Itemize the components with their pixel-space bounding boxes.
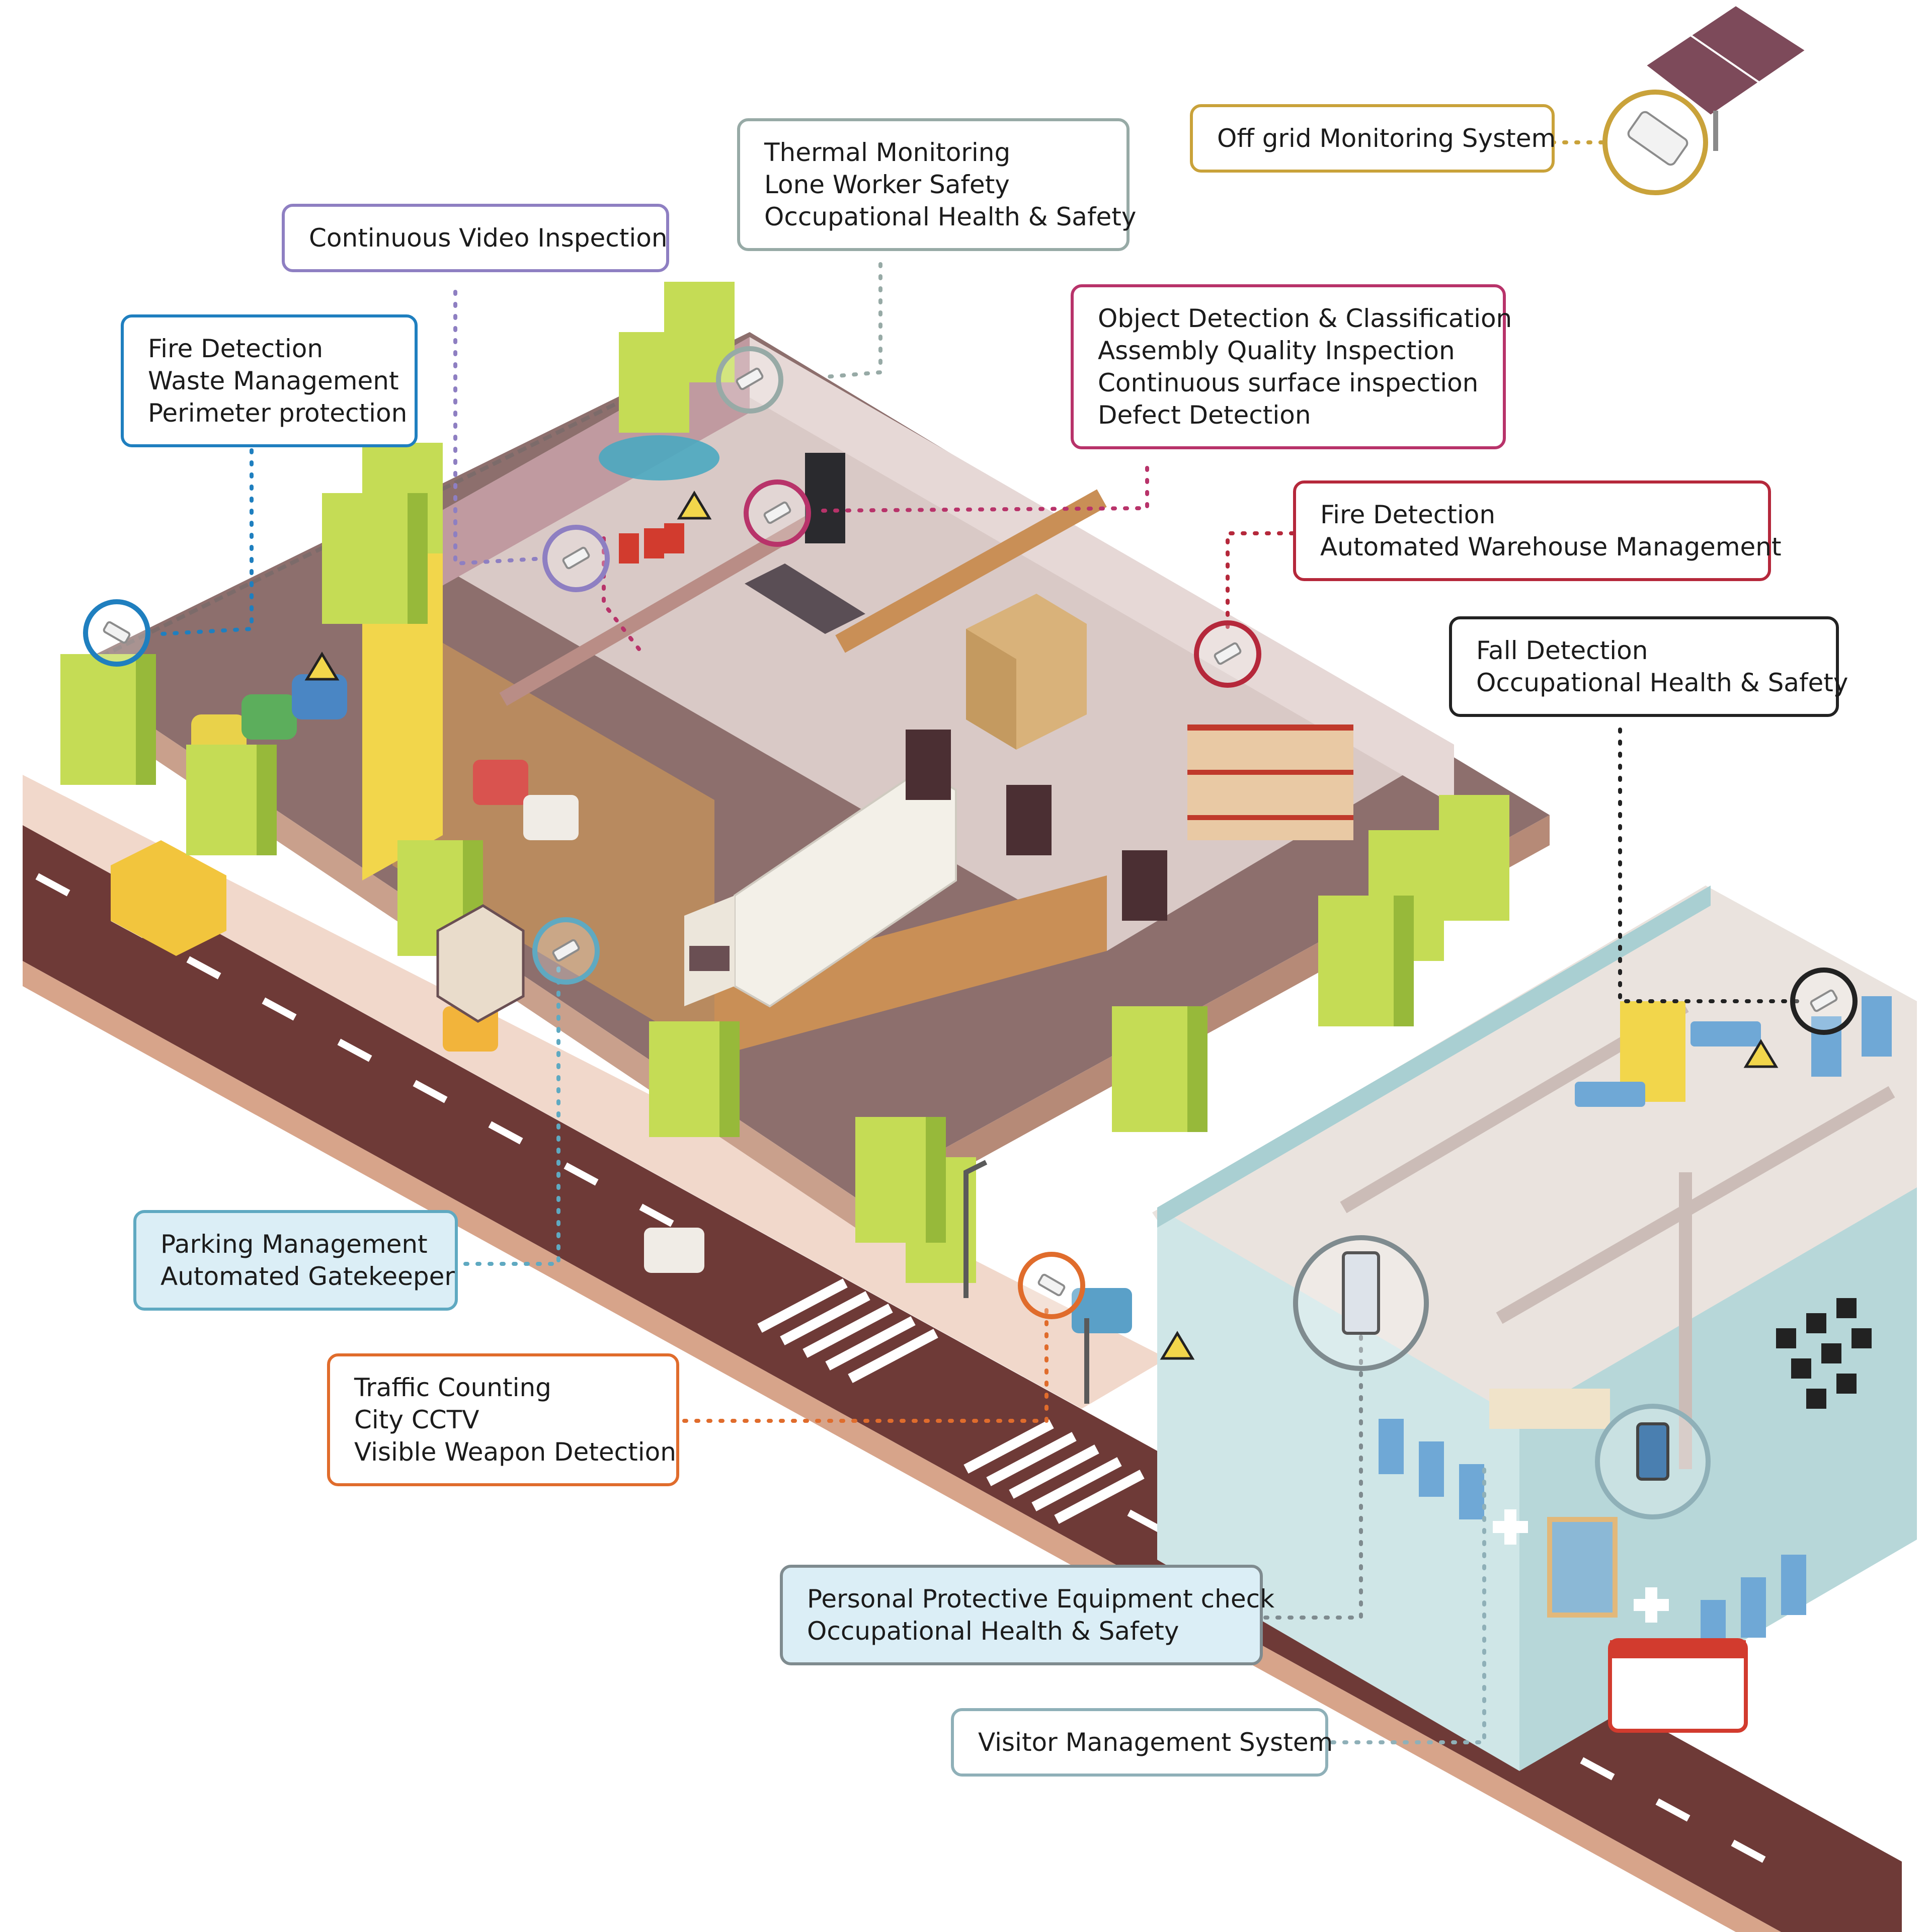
crosswalk-left xyxy=(757,1278,938,1383)
callout-line: City CCTV xyxy=(354,1405,479,1434)
crosswalk-right xyxy=(963,1419,1145,1524)
assembly-machine xyxy=(805,453,845,543)
assembly-conveyor xyxy=(745,564,865,634)
hedges xyxy=(60,282,1509,1283)
callout-line: Occupational Health & Safety xyxy=(1476,668,1848,697)
chemical-barrels xyxy=(619,523,684,564)
loading-dock-doors xyxy=(906,730,1167,921)
perimeter-fence xyxy=(74,395,630,671)
camera-icons xyxy=(103,111,1838,1297)
callout-fall-detection: Fall Detection Occupational Health & Saf… xyxy=(1449,616,1848,717)
reception-desk xyxy=(1489,1389,1610,1429)
callout-traffic-counting: Traffic Counting City CCTV Visible Weapo… xyxy=(327,1353,679,1486)
callout-object-detection: Object Detection & Classification Assemb… xyxy=(1071,284,1512,449)
callout-line: Personal Protective Equipment check xyxy=(807,1584,1275,1614)
delivery-truck xyxy=(684,768,957,1008)
building-wall-front-right xyxy=(714,875,1107,1057)
callout-line: Fire Detection xyxy=(148,334,324,363)
callout-parking-management: Parking Management Automated Gatekeeper xyxy=(133,1210,458,1311)
callout-offgrid-monitoring: Off grid Monitoring System xyxy=(1190,104,1556,173)
medical-cross-signs xyxy=(1493,1509,1669,1623)
building-wall-back-right xyxy=(750,337,1454,805)
cardboard-boxes xyxy=(966,594,1087,750)
callout-line: Assembly Quality Inspection xyxy=(1098,336,1455,365)
sidewalk xyxy=(23,775,1167,1409)
callout-ppe-check: Personal Protective Equipment check Occu… xyxy=(780,1565,1275,1665)
callout-line: Waste Management xyxy=(148,366,399,395)
callout-line: Parking Management xyxy=(160,1230,428,1259)
callout-thermal-monitoring: Thermal Monitoring Lone Worker Safety Oc… xyxy=(737,118,1137,251)
interior-wall-divider xyxy=(835,489,1107,653)
parked-cars xyxy=(443,760,1132,1333)
callout-line: Automated Warehouse Management xyxy=(1320,532,1782,561)
ambulance xyxy=(1608,1638,1748,1733)
warehouse-shelving xyxy=(1187,725,1353,840)
solar-panel-divider xyxy=(1689,34,1772,92)
callout-line: Fire Detection xyxy=(1320,500,1496,529)
yellow-van xyxy=(111,840,226,956)
hedge-shadows xyxy=(136,493,1414,1243)
callout-line: Occupational Health & Safety xyxy=(764,202,1137,231)
waiting-room-chairs xyxy=(1776,1298,1872,1409)
callout-line: Visitor Management System xyxy=(978,1728,1333,1757)
visitor-kiosk-screen xyxy=(1636,1422,1669,1481)
callout-line: Occupational Health & Safety xyxy=(807,1617,1179,1646)
callout-fire-warehouse: Fire Detection Automated Warehouse Manag… xyxy=(1293,480,1782,581)
callout-line: Traffic Counting xyxy=(354,1373,551,1402)
callout-line: Automated Gatekeeper xyxy=(160,1262,455,1291)
hospital-windows xyxy=(1379,996,1892,1660)
callout-line: Thermal Monitoring xyxy=(764,138,1011,167)
callout-line: Continuous Video Inspection xyxy=(309,223,668,253)
callout-visitor-management: Visitor Management System xyxy=(951,1708,1333,1777)
callout-line: Defect Detection xyxy=(1098,400,1311,430)
street-road-edge xyxy=(23,961,1781,1932)
hospital-wall-back xyxy=(1157,886,1711,1228)
gatehouse xyxy=(436,904,525,1023)
leader-lines xyxy=(159,140,1801,1744)
hospital-beds xyxy=(1575,1021,1761,1107)
chemical-spill xyxy=(599,435,719,480)
warning-signs xyxy=(304,491,1779,1360)
hospital-entrance xyxy=(1547,1517,1618,1618)
callout-line: Fall Detection xyxy=(1476,636,1648,665)
callout-line: Continuous surface inspection xyxy=(1098,368,1479,397)
callout-continuous-video-inspection: Continuous Video Inspection xyxy=(282,204,669,272)
callout-fire-waste-perimeter: Fire Detection Waste Management Perimete… xyxy=(121,314,418,447)
callout-line: Visible Weapon Detection xyxy=(354,1437,676,1467)
ppe-scanner-screen xyxy=(1342,1251,1380,1335)
hospital-wall-front xyxy=(1157,1208,1519,1771)
callout-line: Off grid Monitoring System xyxy=(1217,124,1556,153)
callout-line: Lone Worker Safety xyxy=(764,170,1010,199)
callout-line: Perimeter protection xyxy=(148,398,408,428)
callout-line: Object Detection & Classification xyxy=(1098,304,1512,333)
